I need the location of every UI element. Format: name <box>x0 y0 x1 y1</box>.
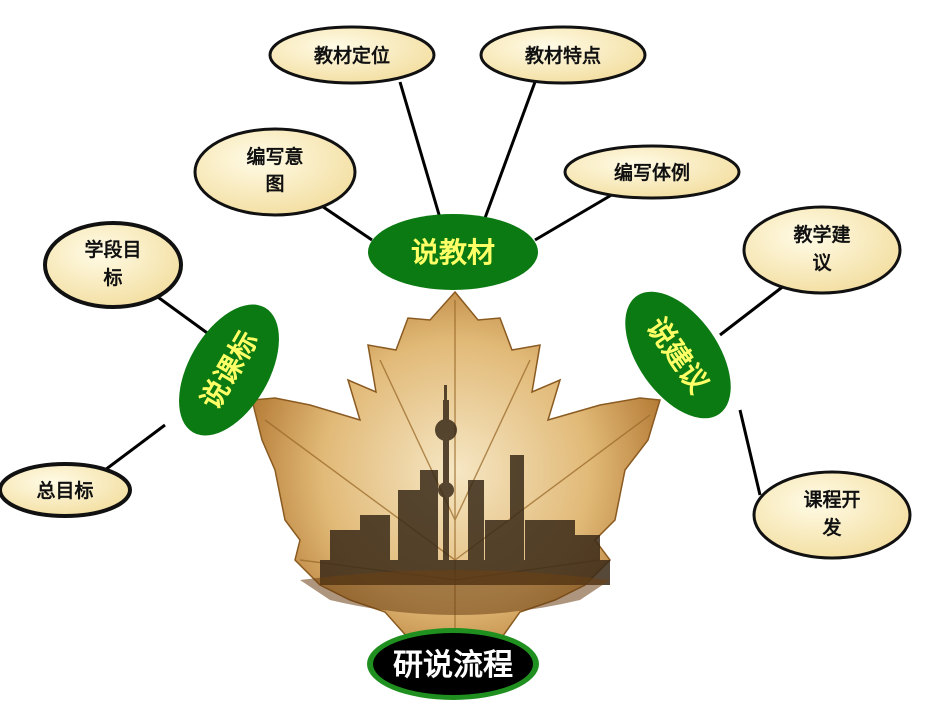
line-features <box>483 81 537 219</box>
node-teaching-advice-line1: 教学建 <box>793 223 850 246</box>
node-stage-goal-line2: 标 <box>103 267 122 289</box>
node-intent[interactable]: 编写意 图 <box>193 127 357 217</box>
node-curriculum-line1: 课程开 <box>803 489 860 511</box>
node-teaching-advice-line2: 议 <box>812 252 832 274</box>
node-intent-line2: 图 <box>265 173 284 195</box>
node-total-goal[interactable]: 总目标 <box>0 462 132 518</box>
node-style[interactable]: 编写体例 <box>563 144 741 200</box>
line-style <box>534 188 621 242</box>
line-positioning <box>398 81 442 219</box>
root-label: 研说流程 <box>393 648 513 683</box>
connector-lines <box>104 81 786 496</box>
hub-standard[interactable]: 说课标 <box>158 288 299 453</box>
hub-textbook[interactable]: 说教材 <box>368 214 538 290</box>
line-stage-goal <box>154 293 211 337</box>
node-positioning-label: 教材定位 <box>314 44 390 67</box>
node-curriculum-line2: 发 <box>821 516 842 539</box>
node-style-label: 编写体例 <box>614 161 690 184</box>
node-stage-goal-line1: 学段目 <box>84 238 141 261</box>
node-features-label: 教材特点 <box>525 44 601 67</box>
maple-leaf-image <box>251 290 661 700</box>
node-total-goal-label: 总目标 <box>36 479 93 502</box>
root-node[interactable]: 研说流程 <box>367 628 539 700</box>
hub-textbook-label: 说教材 <box>411 236 495 269</box>
node-curriculum[interactable]: 课程开 发 <box>752 470 912 560</box>
node-teaching-advice[interactable]: 教学建 议 <box>742 205 902 295</box>
node-stage-goal[interactable]: 学段目 标 <box>43 221 183 309</box>
line-total-goal <box>104 423 166 472</box>
hub-suggestion[interactable]: 说建议 <box>604 273 752 437</box>
line-teaching-advice <box>719 283 786 337</box>
node-intent-line1: 编写意 <box>246 145 303 168</box>
node-positioning[interactable]: 教材定位 <box>268 25 436 85</box>
node-features[interactable]: 教材特点 <box>479 25 647 85</box>
line-curriculum <box>738 409 762 496</box>
